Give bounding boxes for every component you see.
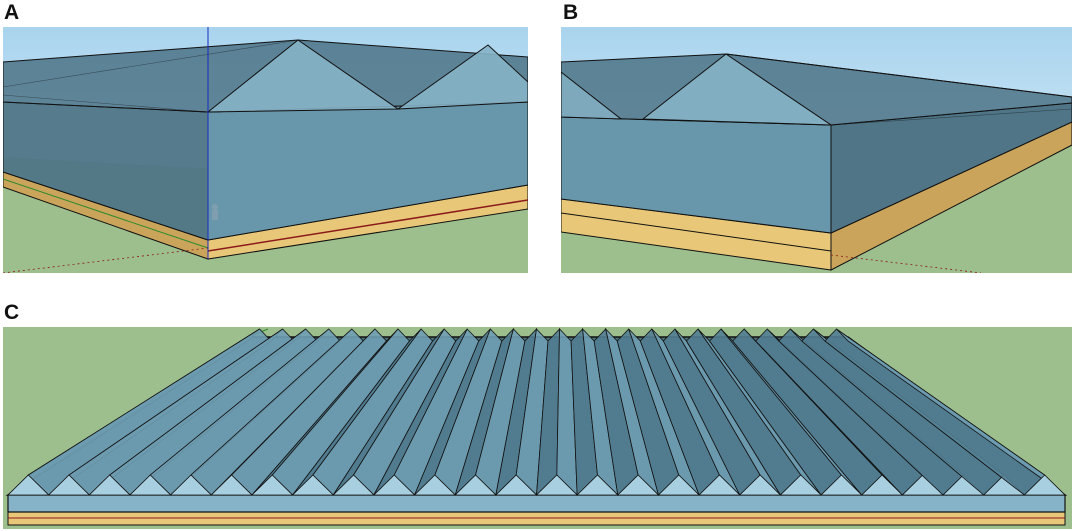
roof-line — [3, 39, 299, 88]
roof-line — [830, 108, 1072, 126]
ridge-gable — [576, 474, 619, 496]
ridge-gable — [413, 474, 457, 496]
ridge-gable — [820, 474, 863, 496]
ridge-gable — [372, 474, 416, 496]
panel-label-a: A — [4, 1, 20, 24]
ridge-gable — [250, 474, 294, 496]
ridge-gable — [1023, 474, 1066, 496]
red-axis-dashed — [830, 254, 982, 273]
panel-c-overview — [3, 327, 1072, 529]
ridge-gable — [169, 474, 213, 496]
ridge-gable — [494, 474, 538, 496]
panel-label-c: C — [4, 301, 20, 324]
ridge-gable — [128, 474, 172, 496]
slab-line — [561, 212, 832, 252]
roof-ridge-2 — [396, 44, 528, 110]
greenhouse-render-a — [3, 27, 528, 273]
red-axis — [207, 199, 528, 252]
roof-ridge — [641, 53, 833, 126]
ridge-gable — [698, 474, 741, 496]
ridge-gable — [332, 474, 375, 496]
panel-b-corner-view — [561, 27, 1072, 273]
roof-ridge-partial — [561, 71, 623, 120]
ridge-gable — [291, 474, 335, 496]
ridge-gable — [616, 474, 660, 496]
ridge-gable — [657, 474, 701, 496]
scale-figure — [212, 204, 218, 210]
green-axis — [3, 178, 209, 249]
ridge-gable — [454, 474, 497, 496]
ridge-gable — [535, 474, 579, 496]
roof-line — [3, 94, 209, 113]
ridge-gable — [88, 474, 131, 496]
greenhouse-render-b — [561, 27, 1072, 273]
ridge-line — [725, 53, 1072, 98]
roof-ridge-1 — [206, 39, 400, 113]
roof-ridges — [7, 327, 1066, 497]
ridge-gable — [860, 474, 904, 496]
ridge-gable — [210, 474, 253, 496]
panel-a-corner-view — [3, 27, 528, 273]
ridge-gable — [738, 474, 782, 496]
ridge-gable — [779, 474, 823, 496]
wall-front — [7, 494, 1066, 513]
ridge-gable — [7, 474, 50, 496]
ridge-gable — [47, 474, 91, 496]
panel-label-b: B — [563, 1, 579, 24]
scale-figure-body — [212, 210, 218, 220]
greenhouse-render-c — [3, 327, 1072, 529]
